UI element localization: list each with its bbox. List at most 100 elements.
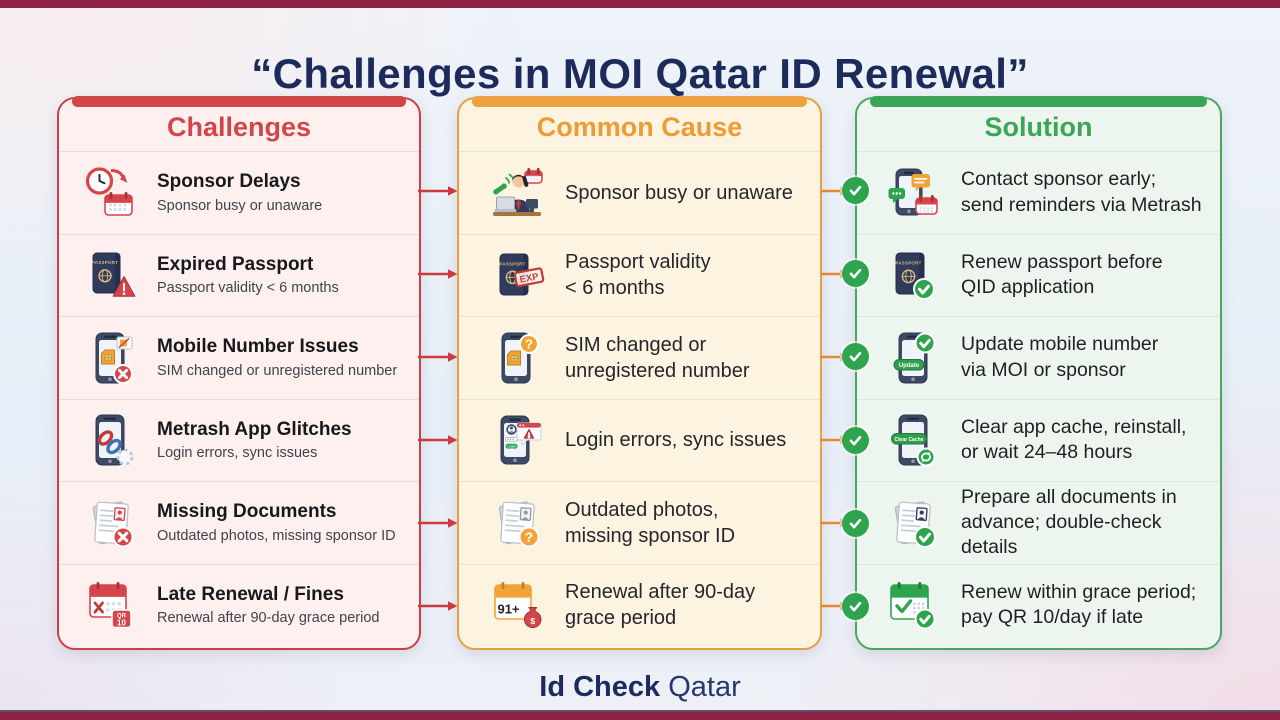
svg-text:10: 10: [117, 619, 126, 628]
solution-text: Renew within grace period; pay QR 10/day…: [961, 580, 1197, 629]
cause-row: PASSPORT EXP Passport validity < 6 months: [459, 233, 820, 317]
bottom-frame-bar: [0, 710, 1280, 720]
cause-text: Login errors, sync issues: [565, 429, 787, 452]
top-frame-bar: [0, 0, 1280, 8]
phone-sim-question-icon: ?: [489, 330, 545, 386]
solution-text: Update mobile number via MOI or sponsor: [961, 333, 1159, 381]
cause-header-pill: [472, 96, 807, 107]
cause-row: Login Login errors, sync issues: [459, 398, 820, 482]
svg-text:$: $: [530, 616, 535, 626]
challenge-subtitle: Sponsor busy or unaware: [157, 197, 323, 214]
flow-arrow-challenge-to-cause: [417, 350, 459, 369]
cause-row: ?SIM changed or unregistered number: [459, 316, 820, 399]
phone-sim-error-icon: [83, 330, 139, 386]
svg-text:PASSPORT: PASSPORT: [92, 260, 118, 265]
phone-update-number-icon: Update: [885, 330, 941, 386]
passport-renewed-check-icon: PASSPORT: [885, 247, 941, 303]
passport-expired-stamp-icon: PASSPORT EXP: [489, 247, 545, 303]
svg-text:QR: QR: [117, 614, 127, 620]
solution-check-badge: [841, 343, 869, 371]
documents-missing-icon: [83, 495, 139, 551]
flow-arrow-challenge-to-cause: [417, 599, 459, 618]
solution-header: Solution: [984, 112, 1093, 142]
calendar-91-fees-icon: 91+ $: [489, 577, 545, 633]
challenges-header: Challenges: [166, 112, 312, 142]
challenge-title: Missing Documents: [157, 501, 337, 523]
svg-text:?: ?: [525, 530, 533, 545]
cause-text: Sponsor busy or unaware: [565, 181, 793, 204]
solution-check-badge: [841, 260, 869, 288]
documents-question-icon: ?: [489, 495, 545, 551]
solution-text: Contact sponsor early; send reminders vi…: [961, 168, 1202, 216]
solution-rows: Contact sponsor early; send reminders vi…: [857, 151, 1220, 646]
challenge-title: Expired Passport: [157, 253, 314, 275]
cause-row: 91+ $ Renewal after 90-day grace period: [459, 563, 820, 647]
cause-header: Common Cause: [536, 112, 743, 142]
solution-header-pill: [870, 96, 1207, 107]
challenge-subtitle: Outdated photos, missing sponsor ID: [157, 527, 396, 544]
challenge-title: Sponsor Delays: [157, 171, 301, 193]
challenge-subtitle: SIM changed or unregistered number: [157, 362, 398, 379]
challenge-title: Mobile Number Issues: [157, 336, 359, 358]
cause-text: Passport validity < 6 months: [565, 251, 711, 300]
challenge-subtitle: Renewal after 90-day grace period: [157, 610, 380, 627]
flow-arrow-challenge-to-cause: [417, 184, 459, 203]
delay-clock-calendar-icon: [83, 165, 139, 221]
phone-clear-cache-icon: Clear Cache: [885, 412, 941, 468]
page-title: “Challenges in MOI Qatar ID Renewal”: [251, 50, 1029, 98]
solution-row: Renew within grace period; pay QR 10/day…: [857, 563, 1220, 647]
solution-row: Prepare all documents in advance; double…: [857, 481, 1220, 564]
svg-text:PASSPORT: PASSPORT: [895, 261, 921, 266]
svg-text:EXP: EXP: [519, 271, 540, 286]
solution-check-badge: [841, 509, 869, 537]
cause-text: Renewal after 90-day grace period: [565, 581, 756, 630]
footer-brand-name: Id Check: [539, 671, 661, 703]
svg-text:Clear Cache: Clear Cache: [895, 437, 924, 443]
documents-ready-check-icon: [885, 495, 941, 551]
passport-warning-icon: PASSPORT: [83, 247, 139, 303]
phone-login-error-icon: Login: [489, 412, 545, 468]
sponsor-busy-desk-icon: [489, 165, 545, 221]
solution-text: Clear app cache, reinstall, or wait 24–4…: [961, 415, 1187, 464]
phone-broken-link-icon: [83, 412, 139, 468]
common-cause-card: Common Cause Sponsor busy or unaware PAS…: [457, 96, 822, 650]
footer-brand-suffix: Qatar: [668, 671, 741, 703]
challenge-title: Late Renewal / Fines: [157, 583, 344, 605]
cause-text: Outdated photos, missing sponsor ID: [565, 498, 736, 547]
svg-text:PASSPORT: PASSPORT: [499, 262, 525, 267]
flow-arrow-challenge-to-cause: [417, 516, 459, 535]
svg-text:Login: Login: [507, 445, 515, 449]
solution-text: Prepare all documents in advance; double…: [961, 485, 1177, 559]
challenge-subtitle: Login errors, sync issues: [157, 445, 318, 462]
flow-arrow-challenge-to-cause: [417, 433, 459, 452]
cause-rows: Sponsor busy or unaware PASSPORT EXP Pass…: [459, 151, 820, 646]
challenge-title: Metrash App Glitches: [157, 418, 352, 440]
cause-row: Sponsor busy or unaware: [459, 152, 820, 234]
solution-check-badge: [841, 592, 869, 620]
solution-text: Renew passport before QID application: [961, 250, 1163, 299]
challenge-subtitle: Passport validity < 6 months: [157, 280, 339, 297]
footer-brand: Id Check Qatar: [0, 671, 1280, 704]
solution-check-badge: [841, 177, 869, 205]
calendar-renew-check-icon: [885, 577, 941, 633]
solution-card: Solution Contact sponsor early; send rem…: [855, 96, 1222, 650]
solution-row: Contact sponsor early; send reminders vi…: [857, 152, 1220, 234]
cause-row: ? Outdated photos, missing sponsor ID: [459, 481, 820, 564]
calendar-fine-icon: QR 10: [83, 577, 139, 633]
solution-row: Clear Cache Clear app cache, reinstall, …: [857, 398, 1220, 482]
solution-row: PASSPORT Renew passport before QID appli…: [857, 233, 1220, 317]
